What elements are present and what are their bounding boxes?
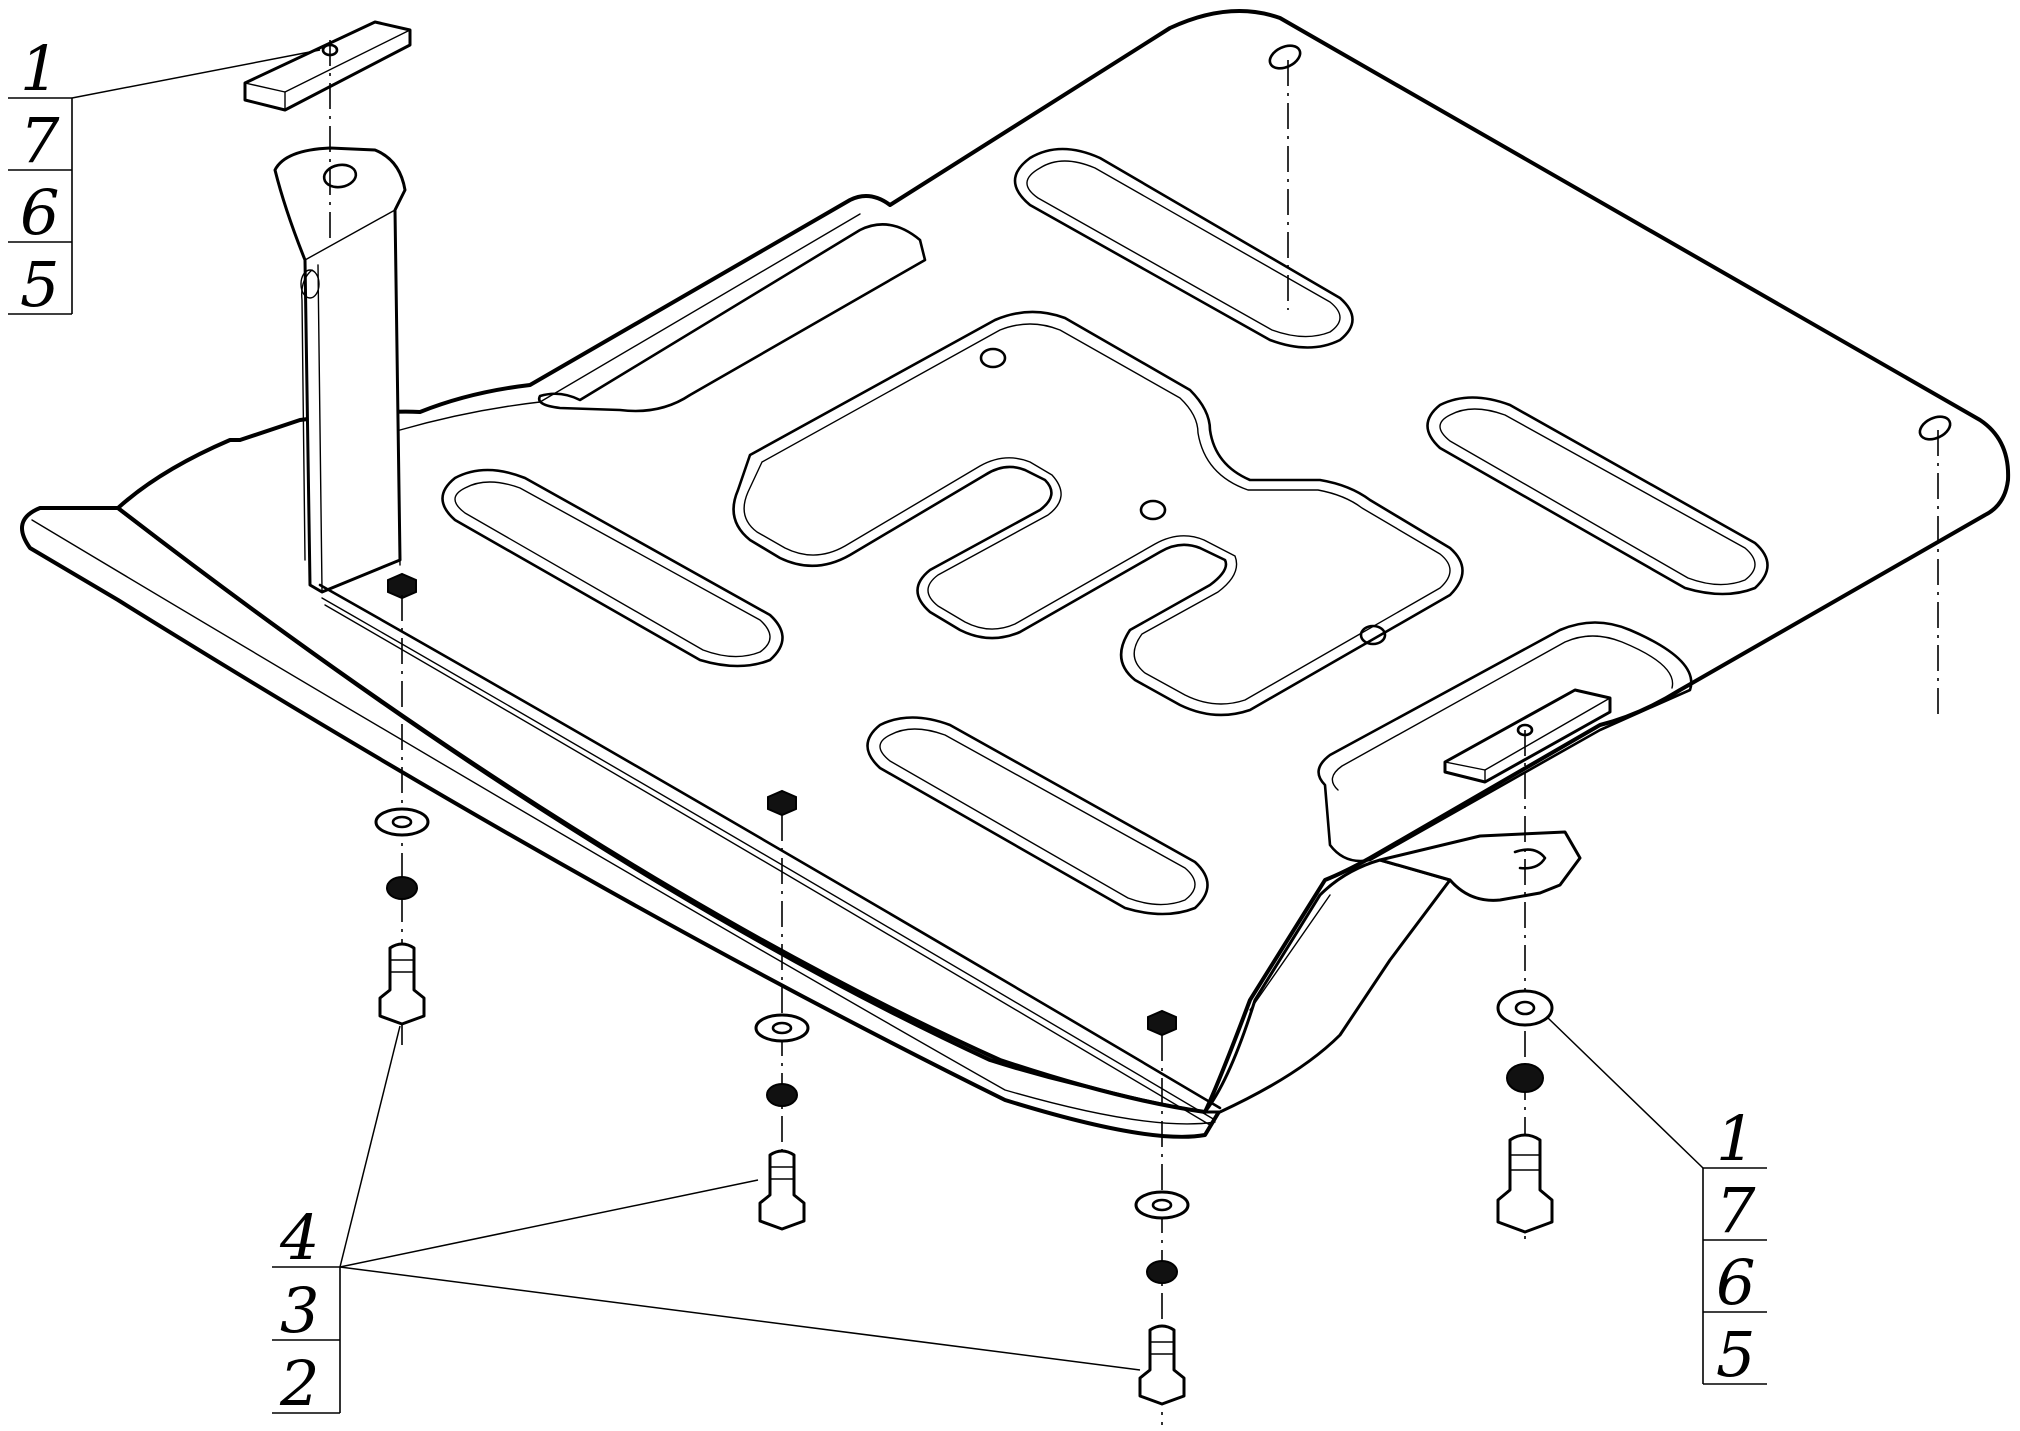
fastener-stack-3 xyxy=(1134,1190,1190,1406)
slot-bottom xyxy=(866,716,1209,916)
callout-br-1: 1 xyxy=(1716,1102,1755,1175)
callout-tl-2: 7 xyxy=(20,104,60,177)
callout-br-3: 6 xyxy=(1716,1246,1755,1319)
skid-plate xyxy=(20,8,2011,1139)
callout-bl-2: 3 xyxy=(280,1274,319,1347)
slot-right xyxy=(1426,396,1769,596)
callout-tl-1: 1 xyxy=(20,32,59,105)
clamp-plate-top xyxy=(243,20,412,112)
center-emboss xyxy=(732,310,1464,717)
slot-bottom-right xyxy=(1317,621,1693,863)
fastener-stack-1 xyxy=(374,807,430,1026)
callout-br-2: 7 xyxy=(1716,1174,1756,1247)
fastener-stack-2 xyxy=(754,1013,810,1231)
slot-top xyxy=(1013,147,1354,349)
callout-bl-3: 2 xyxy=(279,1347,319,1420)
callout-tl-4: 5 xyxy=(20,248,59,321)
plate-holes xyxy=(387,44,1952,1037)
leader-lines xyxy=(71,49,1704,1371)
callout-br-4: 5 xyxy=(1716,1318,1755,1391)
callout-tl-3: 6 xyxy=(20,176,59,249)
fastener-stack-4 xyxy=(1496,989,1554,1234)
callout-bottom-left: 4 3 2 xyxy=(272,1201,341,1420)
callout-bottom-right: 1 7 6 5 xyxy=(1702,1102,1767,1391)
callout-bl-1: 4 xyxy=(279,1201,319,1274)
callout-top-left: 1 7 6 5 xyxy=(8,32,73,321)
slot-left-middle xyxy=(441,468,784,668)
slot-left-upper xyxy=(537,223,927,413)
